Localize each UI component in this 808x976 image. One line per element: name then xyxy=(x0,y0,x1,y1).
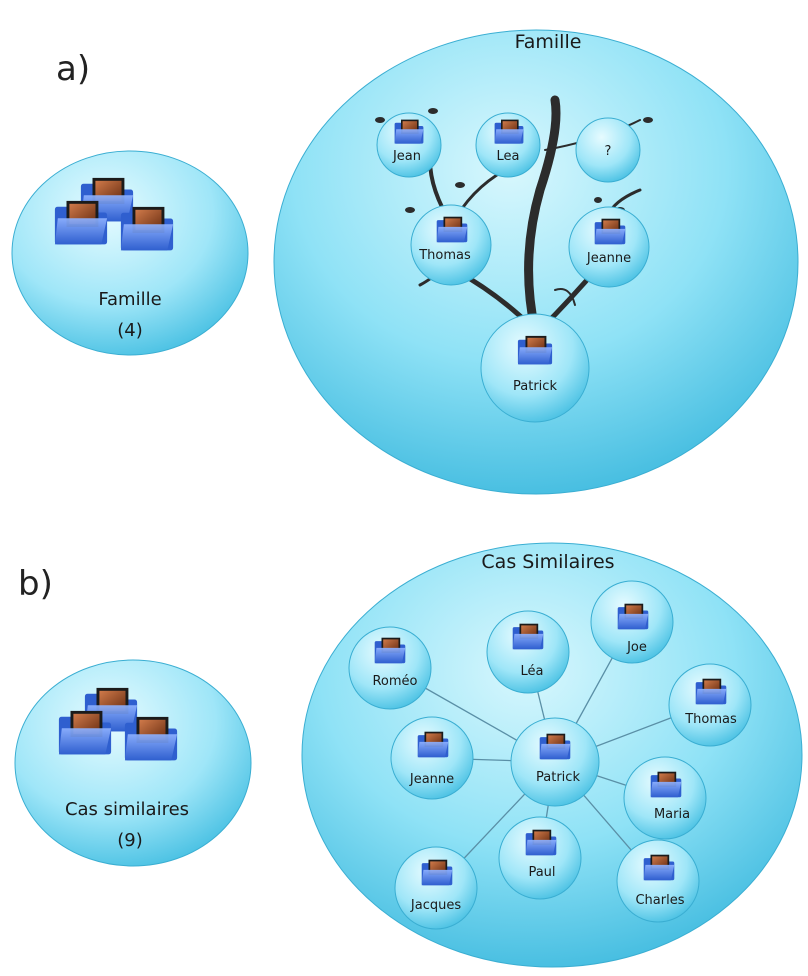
similar-node-label: Jeanne xyxy=(409,772,454,787)
similar-node-jeanne[interactable]: Jeanne xyxy=(390,716,474,800)
tree-node-unknown[interactable]: ? xyxy=(575,117,641,183)
tree-node-patrick[interactable]: Patrick xyxy=(480,313,590,423)
section-label-a: a) xyxy=(56,49,90,89)
similar-node-label: Léa xyxy=(521,664,544,679)
similar-node-label: Paul xyxy=(528,865,555,880)
family-bubble xyxy=(273,29,799,495)
tree-node-label: ? xyxy=(605,144,612,159)
tree-node-lea[interactable]: Lea xyxy=(475,112,541,178)
tree-node-thomas[interactable]: Thomas xyxy=(410,204,492,286)
tree-node-label: Jeanne xyxy=(586,251,631,266)
similar-node-maria[interactable]: Maria xyxy=(623,756,707,840)
group-name-a: Famille xyxy=(98,289,161,310)
similar-node-label: Roméo xyxy=(372,674,417,689)
tree-node-jeanne[interactable]: Jeanne xyxy=(568,206,650,288)
center-node-label: Patrick xyxy=(536,770,580,785)
similar-node-label: Charles xyxy=(635,893,684,908)
tree-node-label: Patrick xyxy=(513,379,557,394)
section-label-b: b) xyxy=(18,564,53,604)
similar-node-jacques[interactable]: Jacques xyxy=(394,846,478,930)
similar-node-joe[interactable]: Joe xyxy=(590,580,674,664)
similar-node-label: Joe xyxy=(626,640,647,655)
similar-node-romeo[interactable]: Roméo xyxy=(348,626,432,710)
similar-node-patrick-center[interactable]: Patrick xyxy=(510,717,600,807)
similar-node-thomas[interactable]: Thomas xyxy=(668,663,752,747)
similar-node-lea[interactable]: Léa xyxy=(486,610,570,694)
tree-node-label: Lea xyxy=(497,149,520,164)
tree-node-label: Thomas xyxy=(418,248,471,263)
group-count-a: (4) xyxy=(117,320,143,341)
tree-node-label: Jean xyxy=(392,149,421,164)
similar-cases-title: Cas Similaires xyxy=(481,551,614,573)
similar-node-label: Jacques xyxy=(410,898,461,913)
tree-node-jean[interactable]: Jean xyxy=(376,112,442,178)
family-title: Famille xyxy=(515,31,582,53)
similar-node-paul[interactable]: Paul xyxy=(498,816,582,900)
group-bubble-famille[interactable]: Famille (4) xyxy=(11,150,249,356)
similar-node-label: Thomas xyxy=(684,712,737,727)
group-name-b: Cas similaires xyxy=(65,799,189,820)
group-bubble-cas-similaires[interactable]: Cas similaires (9) xyxy=(14,659,252,867)
similar-node-label: Maria xyxy=(654,807,690,822)
group-count-b: (9) xyxy=(117,830,143,851)
similar-node-charles[interactable]: Charles xyxy=(616,839,700,923)
